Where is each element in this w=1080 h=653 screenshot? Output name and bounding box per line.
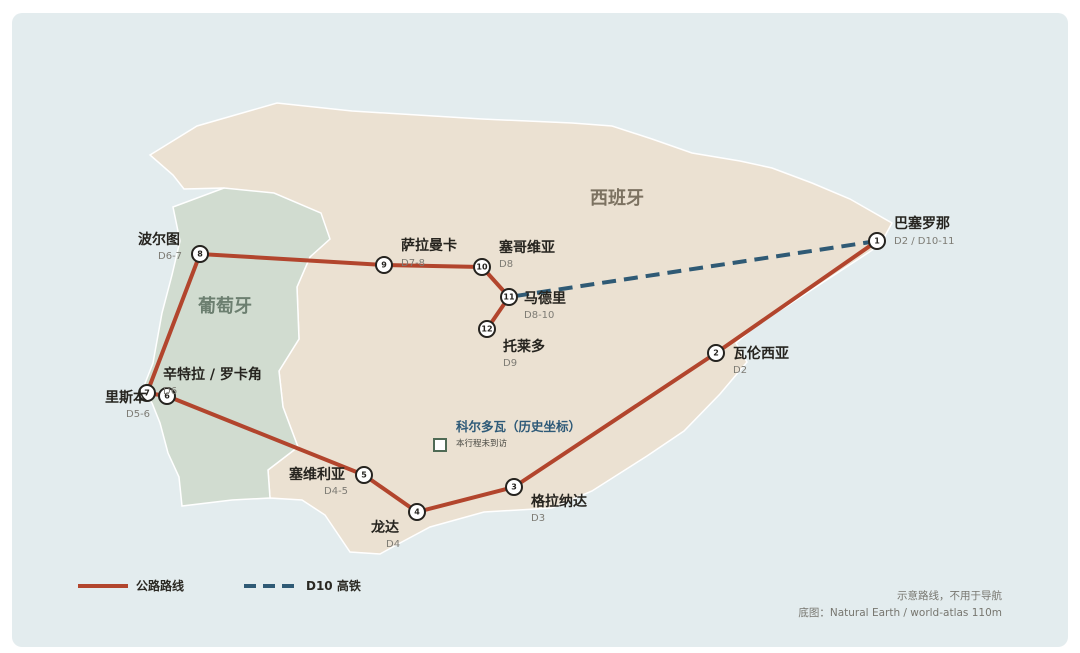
stop-marker[interactable]: 2 <box>707 344 725 362</box>
stop-name: 波尔图 <box>138 231 180 248</box>
stop-name: 塞哥维亚 <box>499 239 555 256</box>
stop-number: 2 <box>713 349 719 358</box>
stop-marker[interactable]: 3 <box>505 478 523 496</box>
map-card: 西班牙 葡萄牙 科尔多瓦（历史坐标） 本行程未到访 1 2 3 4 5 6 7 … <box>12 13 1068 647</box>
stop-name: 瓦伦西亚 <box>733 345 789 362</box>
stop-marker[interactable]: 4 <box>408 503 426 521</box>
disclaimer-note: 示意路线，不用于导航 <box>897 589 1002 602</box>
stop-name: 马德里 <box>524 290 566 307</box>
stop-number: 11 <box>503 293 515 302</box>
stop-marker[interactable]: 6 <box>158 387 176 405</box>
legend-road-label: 公路路线 <box>136 578 184 593</box>
stop-name: 里斯本 <box>105 389 148 406</box>
stop-marker[interactable]: 8 <box>191 245 209 263</box>
stop-marker[interactable]: 7 <box>138 384 156 402</box>
historical-site-name: 科尔多瓦（历史坐标） <box>456 419 581 434</box>
stop-name: 萨拉曼卡 <box>401 237 457 254</box>
stop-number: 8 <box>197 250 203 259</box>
stop-name: 辛特拉 / 罗卡角 <box>163 366 262 383</box>
stop-days: D6-7 <box>158 251 182 262</box>
stop-days: D2 / D10-11 <box>894 236 955 247</box>
stop-name: 托莱多 <box>503 338 545 355</box>
stop-marker[interactable]: 12 <box>478 320 496 338</box>
stop-marker[interactable]: 9 <box>375 256 393 274</box>
stop-days: D2 <box>733 365 747 376</box>
stop-number: 4 <box>414 508 420 517</box>
stop-days: D8-10 <box>524 310 554 321</box>
stop-number: 12 <box>481 325 492 334</box>
country-label-spain: 西班牙 <box>590 188 644 209</box>
stop-number: 3 <box>511 483 517 492</box>
stop-number: 10 <box>476 263 488 272</box>
stop-days: D4 <box>386 539 400 550</box>
stop-number: 5 <box>361 471 367 480</box>
route-map: 西班牙 葡萄牙 科尔多瓦（历史坐标） 本行程未到访 1 2 3 4 5 6 7 … <box>78 102 1002 619</box>
stop-days: D7-8 <box>401 258 425 269</box>
stop-number: 6 <box>164 392 170 401</box>
stop-number: 1 <box>874 237 880 246</box>
stop-name: 巴塞罗那 <box>894 215 950 232</box>
stop-number: 7 <box>144 389 150 398</box>
source-note: 底图：Natural Earth / world-atlas 110m <box>798 606 1002 619</box>
portugal-landmass <box>141 187 331 507</box>
stop-days: D5-6 <box>126 409 150 420</box>
stop-days: D6 <box>163 386 177 397</box>
stop-days: D4-5 <box>324 486 348 497</box>
stop-marker[interactable]: 5 <box>355 466 373 484</box>
stop-name: 塞维利亚 <box>289 466 345 483</box>
stop-days: D9 <box>503 358 517 369</box>
stop-marker[interactable]: 1 <box>868 232 886 250</box>
stop-marker[interactable]: 10 <box>473 258 491 276</box>
country-label-portugal: 葡萄牙 <box>197 295 252 317</box>
stop-days: D8 <box>499 259 513 270</box>
stop-name: 龙达 <box>370 519 399 536</box>
legend-rail-label: D10 高铁 <box>306 578 361 593</box>
historical-site-note: 本行程未到访 <box>456 438 508 449</box>
stop-name: 格拉纳达 <box>531 493 587 510</box>
stop-number: 9 <box>381 261 387 270</box>
rail-route-line <box>508 239 878 299</box>
stop-marker[interactable]: 11 <box>500 288 518 306</box>
historical-marker-icon <box>433 438 447 452</box>
stop-days: D3 <box>531 513 545 524</box>
